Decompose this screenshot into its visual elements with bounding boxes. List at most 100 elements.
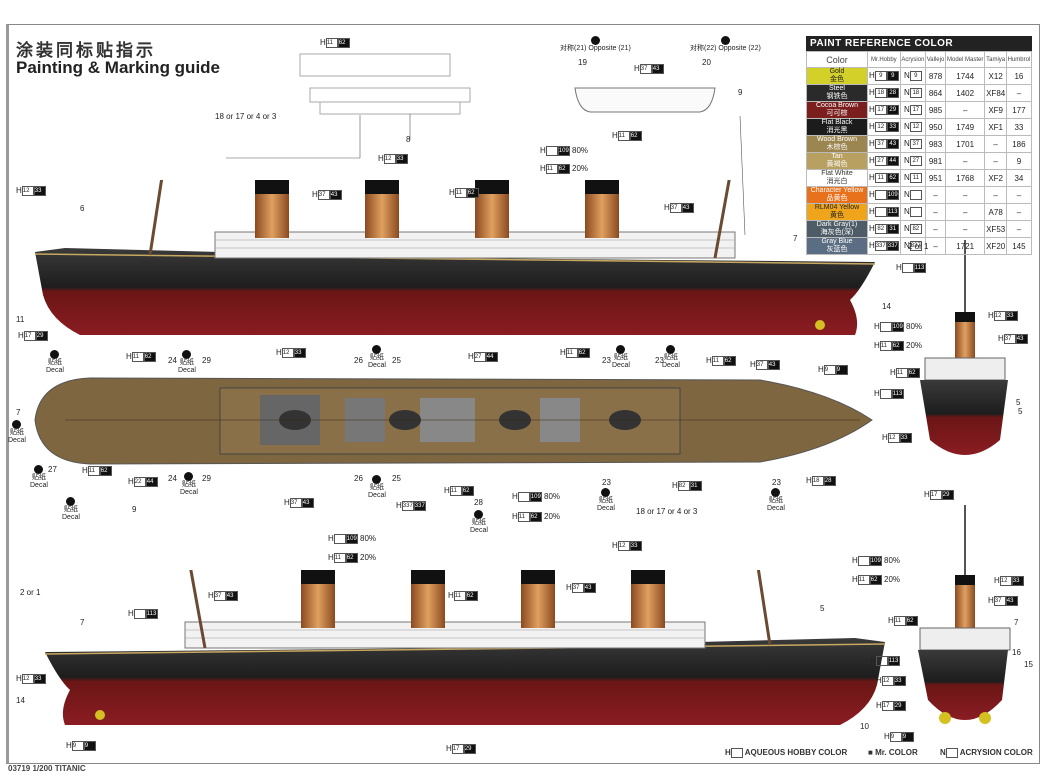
part-number-label: 25	[392, 356, 401, 365]
mr-color-code: 29	[941, 490, 954, 500]
mr-color-code: 43	[225, 591, 238, 601]
column-header: Model Master	[944, 51, 986, 68]
part-number-label: 11	[16, 315, 25, 324]
mr-color-code: 9	[835, 365, 848, 375]
humbrol-code: 16	[1005, 67, 1033, 85]
part-number-label: 25	[392, 474, 401, 483]
part-number-label: 23	[655, 356, 664, 365]
part-number-label: 14	[16, 696, 25, 705]
hobby-code: 9	[71, 741, 84, 751]
humbrol-code: –	[1005, 84, 1033, 102]
decal-icon	[34, 465, 44, 474]
decal-icon	[66, 497, 76, 506]
mr-color-code: 62	[143, 352, 156, 362]
part-number-label: 5	[820, 604, 825, 613]
acrysion-code: N337	[899, 237, 927, 255]
hobby-code: 37	[1003, 334, 1016, 344]
hobby-code: 11	[87, 466, 100, 476]
model-master-code: –	[944, 220, 986, 238]
hobby-code: 12	[617, 541, 630, 551]
mr-color-code: 62	[907, 368, 920, 378]
humbrol-code: 186	[1005, 135, 1033, 153]
column-header: Humbrol	[1005, 51, 1033, 68]
mr-color-code: 33	[629, 541, 642, 551]
mr-color-code: 33	[1011, 576, 1024, 586]
lifeboat-drawing	[574, 87, 716, 113]
hobby-code	[133, 609, 146, 619]
part-number-label: 8	[406, 135, 411, 144]
part-number-label: 28	[474, 498, 483, 507]
mr-color-code: 33	[33, 186, 46, 196]
mr-color-code: 43	[1015, 334, 1028, 344]
mr-color-code: 62	[869, 575, 882, 585]
rear-view	[918, 505, 1011, 724]
hobby-code: 11	[325, 38, 338, 48]
hobby-code	[333, 534, 346, 544]
hobby-code: 17	[23, 331, 36, 341]
part-number-label: 16	[1012, 648, 1021, 657]
mr-color-code: 62	[723, 356, 736, 366]
legend-mr-color: ■ Mr. COLOR	[868, 748, 918, 757]
part-number-label: 5	[1016, 398, 1021, 407]
acrysion-code: N	[899, 186, 927, 204]
mr-color-code: 62	[577, 348, 590, 358]
decal-icon	[666, 345, 676, 354]
mr-color-code: 113	[913, 263, 926, 273]
part-number-label: 6	[80, 204, 85, 213]
mr-color-code: 113	[891, 389, 904, 399]
decal-icon	[372, 475, 382, 484]
mr-color-code: 62	[345, 553, 358, 563]
column-header: Color	[806, 51, 868, 68]
vallejo-code: 950	[925, 118, 946, 136]
hobby-code: 11	[545, 164, 558, 174]
hobby-code: 17	[929, 490, 942, 500]
legend-aqueous: H AQUEOUS HOBBY COLOR	[725, 748, 848, 758]
humbrol-code: –	[1005, 203, 1033, 221]
hobby-code	[901, 263, 914, 273]
part-number-label: 5	[1018, 407, 1023, 416]
mr-color-code: 62	[529, 512, 542, 522]
page-frame	[6, 24, 1040, 764]
decal-icon	[601, 488, 611, 497]
hobby-code: 18	[811, 476, 824, 486]
vallejo-code: 983	[925, 135, 946, 153]
column-header: Mr.Hobby	[867, 51, 901, 68]
part-number-label: 19	[578, 58, 587, 67]
part-number-label: 9	[738, 88, 743, 97]
hobby-code: 17	[881, 701, 894, 711]
hobby-code: 37	[669, 203, 682, 213]
part-number-label: 27	[48, 465, 57, 474]
vallejo-code: 985	[925, 101, 946, 119]
mr-color-code: 62	[629, 131, 642, 141]
column-header: Vallejo	[925, 51, 946, 68]
part-number-label: 29	[202, 356, 211, 365]
deck-outline-drawing	[299, 53, 471, 115]
